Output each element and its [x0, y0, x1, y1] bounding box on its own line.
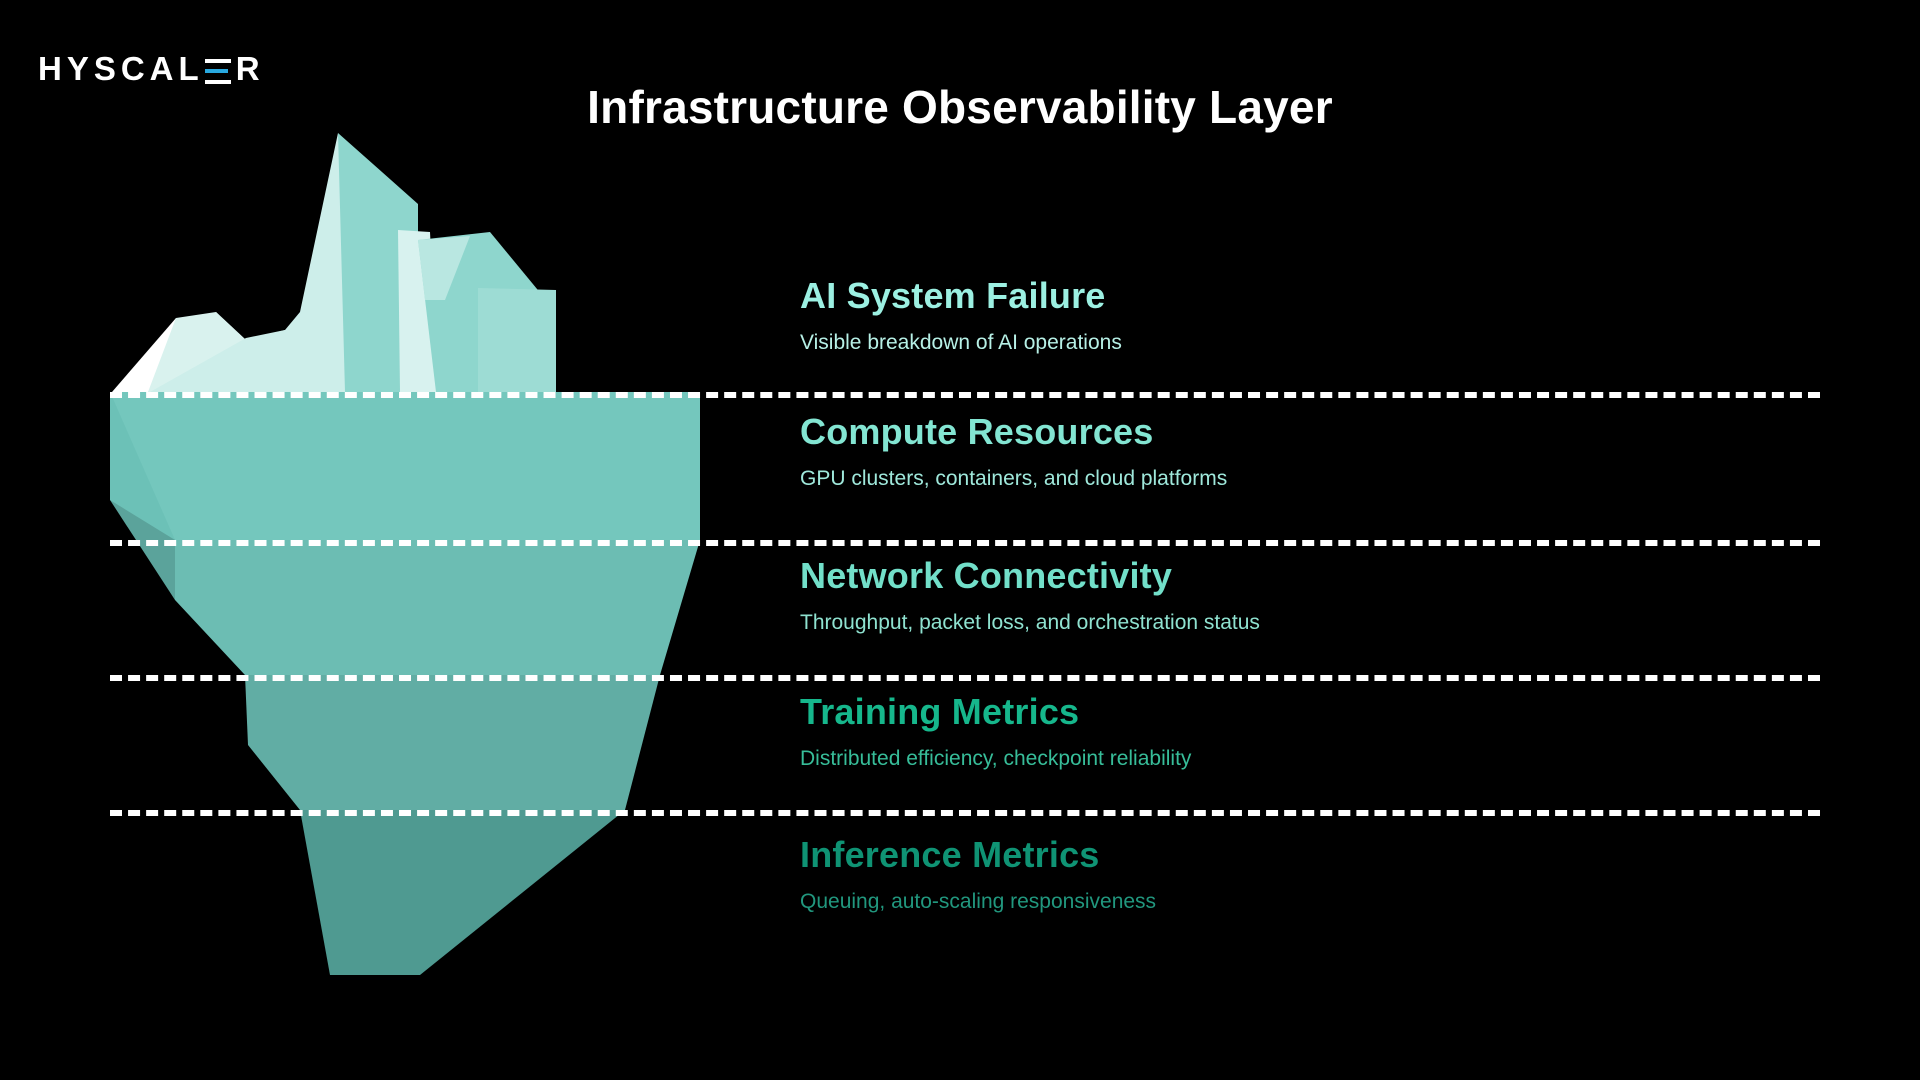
iceberg-tip-right-dark — [418, 232, 556, 392]
layer-row-ai-system-failure: AI System Failure Visible breakdown of A… — [800, 276, 1122, 355]
iceberg-tip-main-dark-face — [338, 133, 420, 392]
layer-subtitle-compute-resources: GPU clusters, containers, and cloud plat… — [800, 466, 1228, 490]
layer-subtitle-network-connectivity: Throughput, packet loss, and orchestrati… — [800, 610, 1260, 634]
iceberg-body-band-4 — [300, 810, 625, 975]
layer-row-compute-resources: Compute Resources GPU clusters, containe… — [800, 412, 1227, 491]
layer-title-network-connectivity: Network Connectivity — [800, 555, 1173, 596]
divider-2 — [110, 540, 1820, 546]
iceberg-tip-cleft — [398, 230, 438, 392]
brand-name-part2: R — [235, 49, 265, 87]
page-title: Infrastructure Observability Layer — [587, 81, 1333, 133]
iceberg-body-band-3 — [245, 675, 660, 810]
layer-row-network-connectivity: Network Connectivity Throughput, packet … — [800, 556, 1260, 635]
layer-subtitle-inference-metrics: Queuing, auto-scaling responsiveness — [800, 889, 1157, 913]
iceberg-tip-left-face — [148, 312, 262, 392]
layer-subtitle-training-metrics: Distributed efficiency, checkpoint relia… — [800, 746, 1192, 770]
layer-row-inference-metrics: Inference Metrics Queuing, auto-scaling … — [800, 835, 1156, 914]
brand-name-part1: HYSCAL — [38, 49, 204, 87]
layer-title-ai-system-failure: AI System Failure — [800, 275, 1106, 316]
brand-logo: HYSCAL R — [38, 48, 265, 88]
iceberg-body-left-facet — [110, 392, 175, 600]
iceberg-tip-main-light-face — [150, 133, 418, 392]
logo-e-bars-icon — [204, 58, 231, 84]
iceberg-body-band-2 — [175, 540, 700, 675]
layer-title-inference-metrics: Inference Metrics — [800, 834, 1100, 875]
iceberg-tip-right-shoulder — [418, 236, 470, 300]
iceberg-tip-left-slope — [148, 312, 330, 392]
layer-title-training-metrics: Training Metrics — [800, 691, 1080, 732]
iceberg-body-band-1 — [110, 392, 700, 540]
layer-row-training-metrics: Training Metrics Distributed efficiency,… — [800, 692, 1191, 771]
layer-title-compute-resources: Compute Resources — [800, 411, 1154, 452]
iceberg-tip-right-ledge — [478, 288, 556, 392]
divider-4 — [110, 810, 1820, 816]
divider-waterline — [110, 392, 1820, 398]
logo-e-bar-bottom — [204, 79, 231, 84]
logo-e-bar-mid — [204, 69, 228, 73]
layer-subtitle-ai-system-failure: Visible breakdown of AI operations — [800, 330, 1122, 354]
iceberg-tip-left-spur — [112, 318, 202, 392]
divider-3 — [110, 675, 1820, 681]
logo-e-bar-top — [204, 58, 231, 63]
